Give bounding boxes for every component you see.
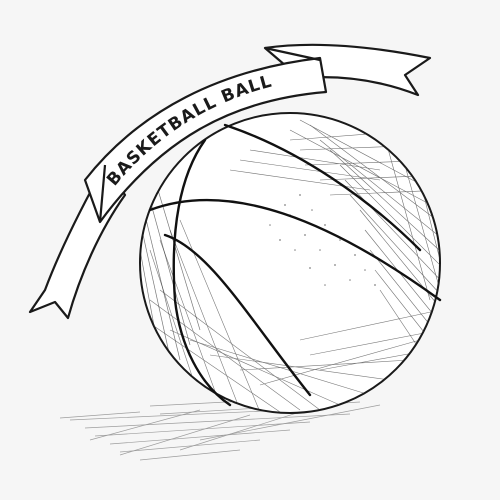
basketball-icon [139, 112, 442, 414]
ball-seams [148, 123, 442, 407]
ball-shading [140, 119, 440, 413]
ground-shadow [59, 395, 381, 461]
ribbon-banner-icon [28, 43, 432, 320]
